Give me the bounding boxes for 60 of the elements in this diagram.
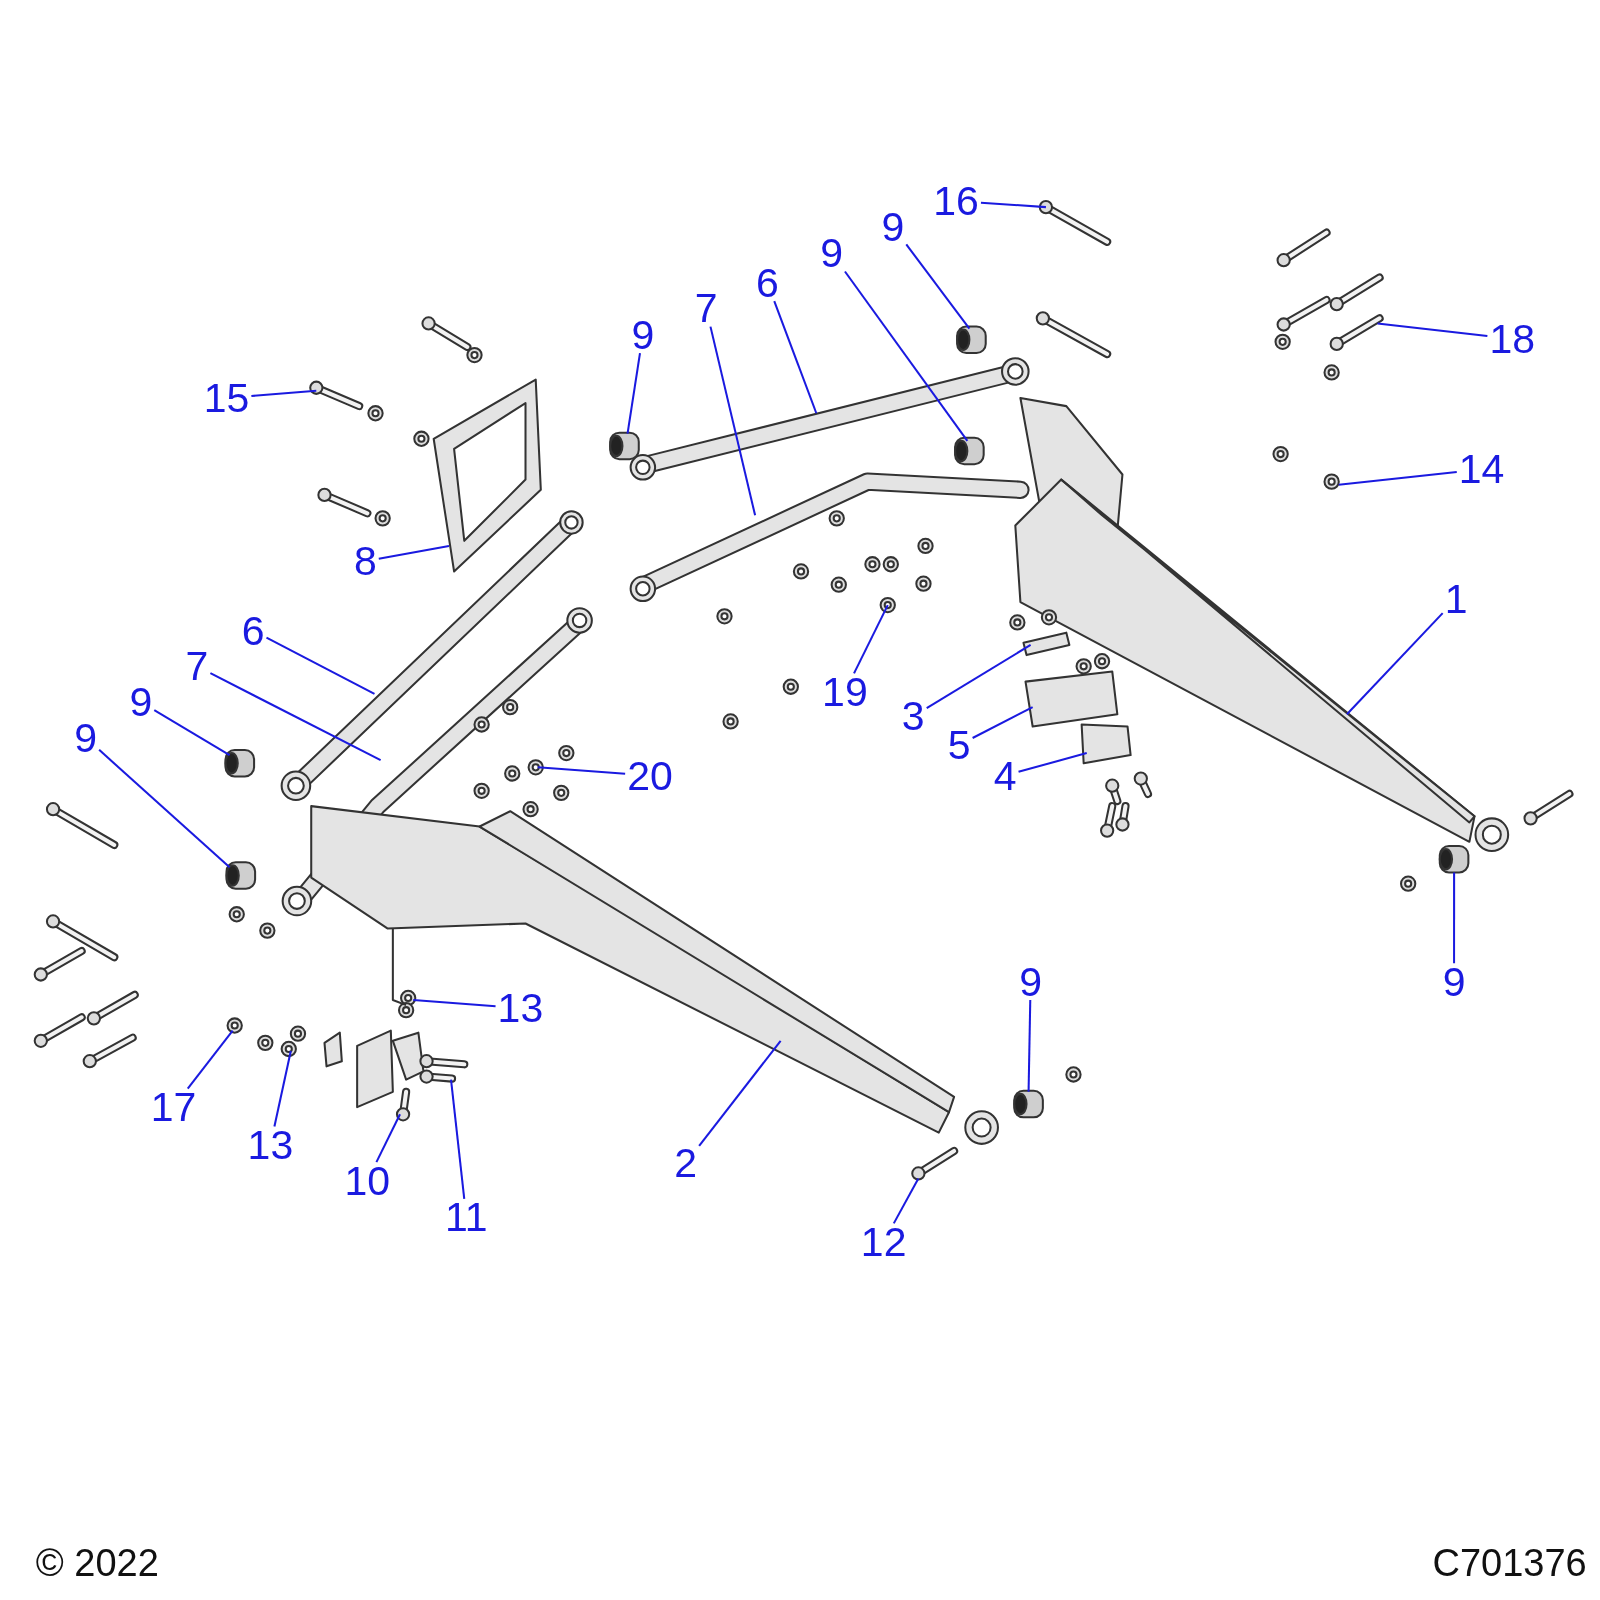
leader-line [1377, 322, 1488, 337]
callout-number: 1 [1444, 578, 1468, 620]
callout-number: 13 [247, 1124, 294, 1166]
leader-line [375, 1113, 401, 1163]
leader-line [844, 270, 969, 442]
leader-line [773, 300, 818, 414]
callout-number: 17 [150, 1086, 197, 1128]
callout-number: 9 [881, 206, 905, 247]
leader-line [537, 766, 626, 775]
callout-number: 14 [1458, 448, 1505, 490]
callout-number: 9 [1019, 961, 1042, 1003]
leader-line [1346, 612, 1444, 715]
callout-number: 19 [822, 671, 868, 713]
leader-line [209, 672, 382, 762]
callout-number: 6 [241, 610, 265, 652]
callout-number: 16 [933, 180, 979, 222]
callout-number: 5 [947, 724, 971, 766]
leader-line [251, 389, 317, 397]
leader-line [1338, 471, 1457, 486]
callout-number: 2 [674, 1142, 698, 1184]
leader-line [709, 326, 757, 516]
callout-number: 7 [185, 645, 209, 687]
leader-line [98, 749, 231, 869]
callout-number: 9 [129, 681, 153, 723]
leader-line [186, 1030, 234, 1090]
leader-line [892, 1178, 920, 1224]
callout-number: 9 [74, 717, 98, 759]
leader-line [1027, 1000, 1032, 1092]
leader-line [626, 353, 641, 434]
callout-number: 9 [1442, 961, 1466, 1003]
callout-number: 18 [1489, 318, 1536, 360]
callout-number: 11 [445, 1196, 488, 1238]
leader-line [1453, 872, 1456, 964]
drawing-number: C701376 [1432, 1543, 1587, 1582]
callout-number: 10 [344, 1160, 391, 1202]
callout-number: 12 [860, 1221, 907, 1263]
callout-number: 13 [497, 987, 544, 1029]
leader-line [153, 709, 231, 756]
leader-line [413, 999, 496, 1008]
callout-number: 8 [353, 540, 377, 582]
callout-number: 9 [631, 314, 655, 356]
callout-number: 6 [755, 262, 779, 304]
leader-line [926, 644, 1032, 709]
leader-line [698, 1040, 782, 1147]
leader-line [273, 1050, 292, 1127]
leader-line [266, 636, 375, 695]
leader-line [378, 544, 450, 560]
callout-number: 3 [901, 695, 925, 737]
callout-number: 7 [694, 287, 718, 329]
callout-number: 20 [627, 755, 673, 796]
copyright-note: © 2022 [35, 1543, 159, 1582]
callout-number: 4 [993, 755, 1017, 796]
leader-line [450, 1079, 466, 1199]
leader-line [853, 604, 889, 674]
callout-number: 9 [820, 232, 844, 274]
callout-number: 15 [203, 377, 250, 419]
leader-line [980, 201, 1046, 209]
leader-line [1018, 752, 1087, 773]
leader-line [905, 243, 971, 330]
leader-line [972, 706, 1034, 739]
